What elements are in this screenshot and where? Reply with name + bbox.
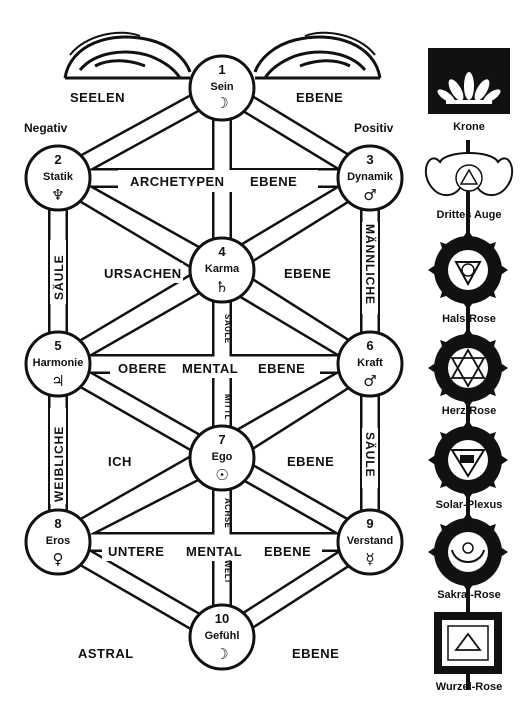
chakra-krone: Krone (428, 48, 510, 133)
chakra-drittes-auge-label: Drittes Auge (437, 209, 502, 221)
polarity-negative: Negativ (24, 121, 68, 135)
node-9: 9 Verstand ☿ (336, 508, 404, 576)
header-seelen: SEELEN (70, 90, 125, 105)
node-4-number: 4 (218, 244, 226, 259)
node-3: 3 Dynamik ♂ (336, 144, 404, 212)
zone-untere-label: UNTERE (108, 544, 164, 559)
node-6-number: 6 (366, 338, 373, 353)
zone-astral-label: ASTRAL (78, 646, 134, 661)
moon-icon-lower: ☽ (215, 645, 228, 663)
node-2-number: 2 (54, 152, 61, 167)
node-1-name: Sein (210, 81, 234, 93)
axis-word-achse: ACHSE (223, 498, 232, 529)
jupiter-icon: ♃ (51, 372, 64, 390)
node-2: 2 Statik ♆ (24, 144, 92, 212)
node-3-name: Dynamik (347, 171, 394, 183)
chakra-sakral: Sakral-Rose (428, 512, 508, 601)
zone-ursachen-ebene: EBENE (284, 266, 331, 281)
node-9-number: 9 (366, 516, 373, 531)
mars-icon: ♂ (363, 372, 376, 390)
node-6: 6 Kraft ♂ (336, 330, 404, 398)
node-3-number: 3 (366, 152, 373, 167)
node-7-name: Ego (212, 451, 233, 463)
node-8-number: 8 (54, 516, 61, 531)
chakra-hals: Hals-Rose (428, 230, 508, 325)
node-7: 7 Ego ☉ (188, 424, 256, 492)
chakra-drittes-auge: Drittes Auge (424, 152, 514, 221)
pillar-left-lower: WEIBLICHE (52, 426, 66, 502)
node-1-number: 1 (218, 62, 225, 77)
node-7-number: 7 (218, 432, 225, 447)
mercury-icon: ☿ (365, 550, 374, 568)
axis-word-welt: WELT (223, 560, 232, 584)
node-4: 4 Karma ♄ (188, 236, 256, 304)
venus-icon: ♀ (53, 550, 64, 568)
node-5-number: 5 (54, 338, 61, 353)
chakra-solar-plexus-label: Solar-Plexus (436, 499, 503, 511)
moon-icon: ☽ (215, 94, 228, 112)
header-ebene: EBENE (296, 90, 343, 105)
chakra-wurzel: Wurzel-Rose (434, 612, 502, 693)
zone-ich-ebene: EBENE (287, 454, 334, 469)
chakra-sakral-label: Sakral-Rose (437, 589, 501, 601)
zone-astral-ebene: EBENE (292, 646, 339, 661)
node-10-name: Gefühl (205, 630, 240, 642)
chakra-wurzel-label: Wurzel-Rose (436, 681, 502, 693)
zone-obere-ebene: EBENE (258, 361, 305, 376)
chakra-krone-label: Krone (453, 121, 485, 133)
node-8-name: Eros (46, 535, 70, 547)
pillar-left-upper: SÄULE (51, 254, 66, 300)
axis-word-mittl: MITTL (223, 394, 232, 420)
chakra-solar-plexus: Solar-Plexus (428, 420, 508, 511)
node-4-name: Karma (205, 263, 240, 275)
node-8: 8 Eros ♀ (24, 508, 92, 576)
node-1: 1 Sein ☽ (188, 54, 256, 122)
chakra-hals-label: Hals-Rose (442, 313, 496, 325)
node-5: 5 Harmonie ♃ (24, 330, 92, 398)
zone-ich-label: ICH (108, 454, 132, 469)
zone-untere-mental: MENTAL (186, 544, 242, 559)
pillar-right-lower: SÄULE (363, 432, 378, 478)
saturn-icon: ♄ (215, 278, 228, 296)
node-2-name: Statik (43, 171, 74, 183)
zone-archetypen-ebene: EBENE (250, 174, 297, 189)
node-10: 10 Gefühl ☽ (188, 603, 256, 671)
zone-archetypen-label: ARCHETYPEN (130, 174, 225, 189)
zone-untere-ebene: EBENE (264, 544, 311, 559)
node-10-number: 10 (215, 611, 229, 626)
zone-obere-label: OBERE (118, 361, 167, 376)
node-6-name: Kraft (357, 357, 383, 369)
node-9-name: Verstand (347, 535, 393, 547)
zone-labels: ARCHETYPEN EBENE URSACHEN EBENE OBERE ME… (78, 170, 340, 661)
uranus-icon: ♂ (363, 186, 376, 204)
polarity-positive: Positiv (354, 121, 394, 135)
axis-word-saeule: SÄULE (223, 314, 232, 344)
chakra-herz: Herz-Rose (428, 328, 508, 417)
zone-ursachen-label: URSACHEN (104, 266, 182, 281)
neptune-icon: ♆ (51, 186, 64, 204)
ornament-right (253, 31, 382, 80)
sun-icon: ☉ (215, 466, 228, 484)
node-5-name: Harmonie (33, 357, 84, 369)
zone-obere-mental: MENTAL (182, 361, 238, 376)
ornament-left (63, 31, 192, 80)
chakra-herz-label: Herz-Rose (442, 405, 496, 417)
pillar-right-upper: MÄNNLICHE (363, 224, 378, 305)
